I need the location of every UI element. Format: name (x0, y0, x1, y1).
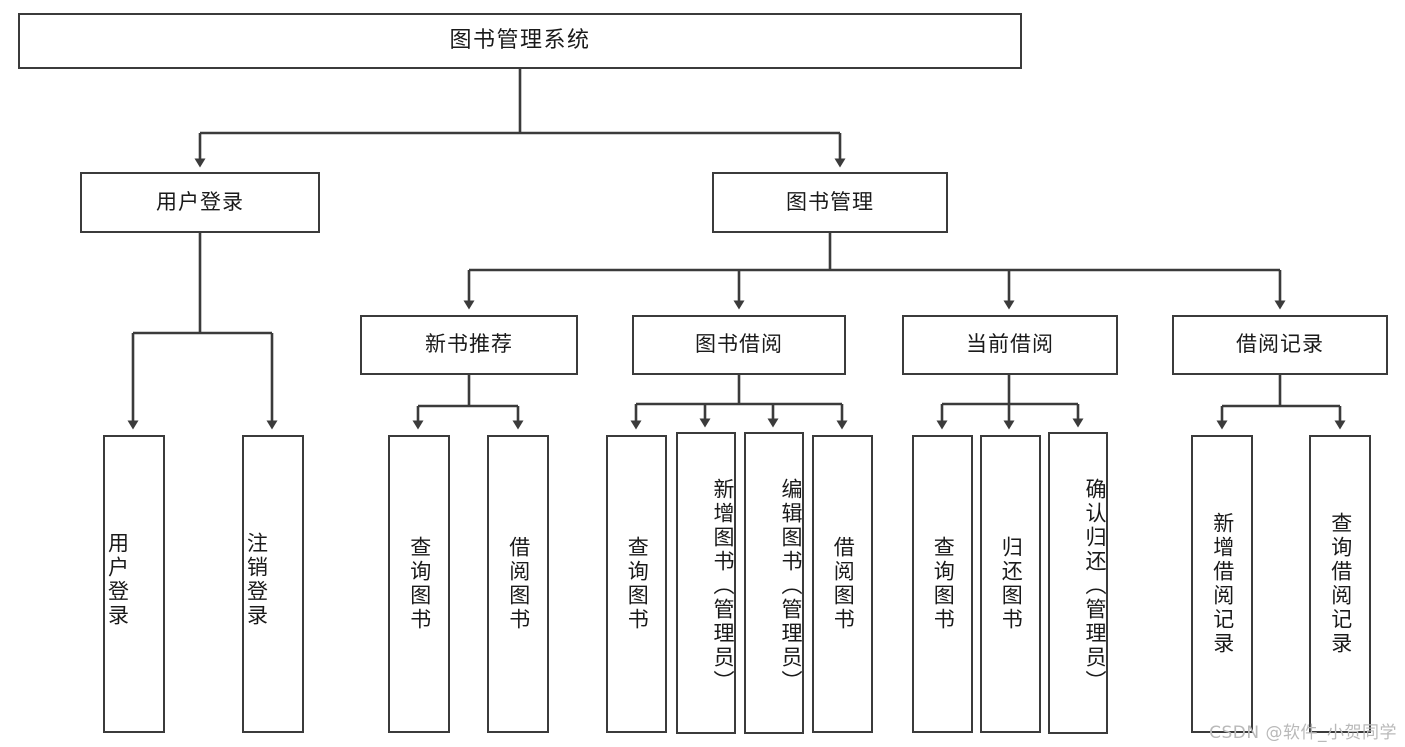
leaf-borrow-book-borrow[interactable]: 借阅图书 (812, 435, 873, 733)
leaf-query-borrow-record[interactable]: 查询借阅记录 (1309, 435, 1371, 733)
watermark: CSDN @软件_小贺同学 (1209, 723, 1397, 743)
leaf-query-book-borrow[interactable]: 查询图书 (606, 435, 667, 733)
leaf-add-borrow-record[interactable]: 新增借阅记录 (1191, 435, 1253, 733)
leaf-user-login[interactable]: 用户登录 (103, 435, 165, 733)
leaf-query-book-recommend[interactable]: 查询图书 (388, 435, 450, 733)
leaf-query-book-current[interactable]: 查询图书 (912, 435, 973, 733)
node-book-management[interactable]: 图书管理 (712, 172, 948, 233)
node-new-book-recommend[interactable]: 新书推荐 (360, 315, 578, 375)
leaf-borrow-book-recommend[interactable]: 借阅图书 (487, 435, 549, 733)
leaf-edit-book-admin[interactable]: 编辑图书（管理员） (744, 432, 804, 734)
node-user-login[interactable]: 用户登录 (80, 172, 320, 233)
leaf-add-book-admin[interactable]: 新增图书（管理员） (676, 432, 736, 734)
node-book-borrow[interactable]: 图书借阅 (632, 315, 846, 375)
node-root-book-management-system[interactable]: 图书管理系统 (18, 13, 1022, 69)
leaf-return-book[interactable]: 归还图书 (980, 435, 1041, 733)
leaf-confirm-return-admin[interactable]: 确认归还（管理员） (1048, 432, 1108, 734)
node-borrow-record[interactable]: 借阅记录 (1172, 315, 1388, 375)
leaf-logout-login[interactable]: 注销登录 (242, 435, 304, 733)
node-current-borrow[interactable]: 当前借阅 (902, 315, 1118, 375)
